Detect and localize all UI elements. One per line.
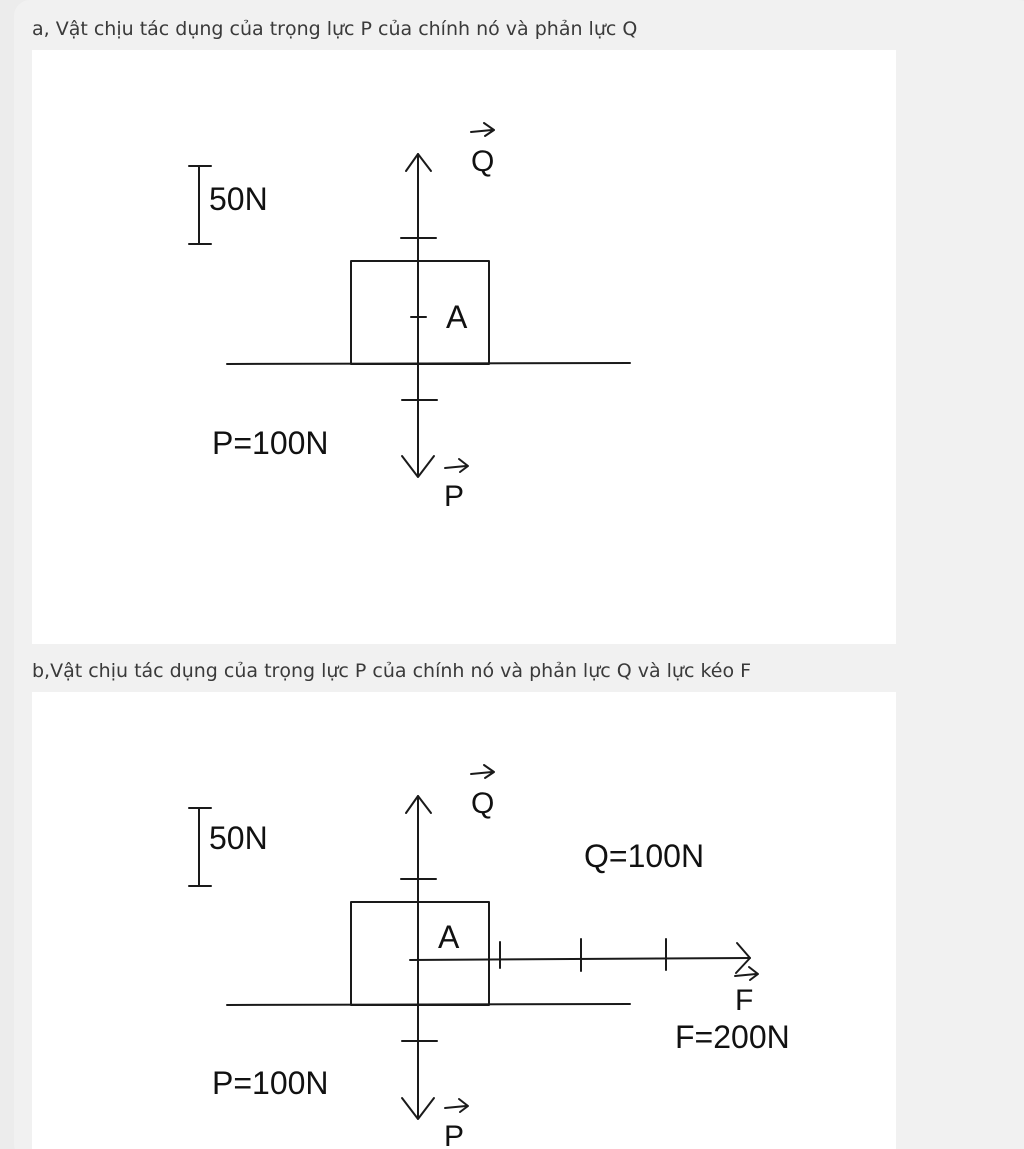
- arrowhead-p: [401, 1097, 435, 1120]
- pull-label: F=200N: [675, 1019, 790, 1055]
- arrowhead-f: [735, 942, 751, 974]
- caption-part-a: a, Vật chịu tác dụng của trọng lực P của…: [32, 18, 638, 40]
- figure-part-b: 50N A Q P F: [32, 692, 896, 1149]
- body-label: A: [446, 299, 468, 335]
- force-diagram-a: 50N A Q P P=100N: [188, 122, 631, 513]
- arrowhead-q: [405, 795, 432, 814]
- vector-p-label: P: [444, 1120, 464, 1149]
- weight-label: P=100N: [212, 1065, 329, 1101]
- force-diagram-b: 50N A Q P F: [188, 764, 790, 1149]
- body-box: [350, 901, 490, 1006]
- scale-label: 50N: [209, 181, 268, 217]
- vector-f-arrow: [734, 966, 759, 981]
- vector-q-arrow: [470, 122, 495, 137]
- vector-q-arrow: [470, 764, 495, 779]
- vector-p-arrow: [444, 458, 469, 473]
- caption-part-b: b,Vật chịu tác dụng của trọng lực P của …: [32, 660, 752, 682]
- arrowhead-q: [405, 153, 432, 172]
- vector-f-label: F: [735, 984, 753, 1017]
- scale-label: 50N: [209, 820, 268, 856]
- vector-p-arrow: [444, 1098, 469, 1113]
- vector-q-label: Q: [471, 787, 494, 820]
- vector-q-label: Q: [471, 145, 494, 178]
- body-label: A: [438, 919, 460, 955]
- body-box: [350, 260, 490, 365]
- figure-part-a: 50N A Q P P=100N: [32, 50, 896, 644]
- arrowhead-p: [401, 455, 435, 478]
- reaction-label: Q=100N: [584, 838, 704, 874]
- vector-p-label: P: [444, 480, 464, 513]
- weight-label: P=100N: [212, 425, 329, 461]
